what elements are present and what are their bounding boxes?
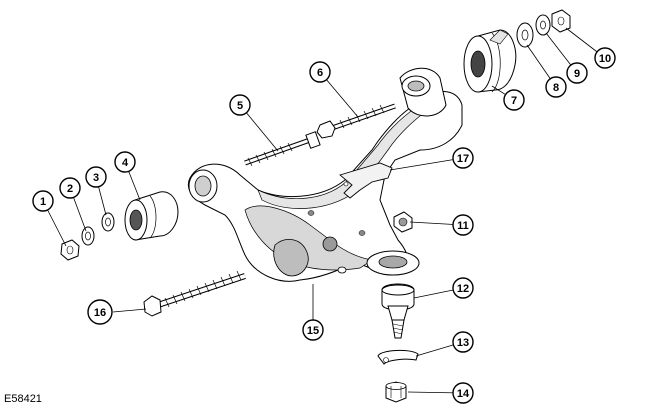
bolt-6: [316, 103, 396, 139]
bolt-16: [143, 270, 246, 317]
callout-9: 9: [566, 62, 588, 84]
callout-8: 8: [545, 76, 567, 98]
clip-13: [377, 349, 419, 365]
callout-1: 1: [32, 190, 54, 212]
callout-14: 14: [452, 382, 474, 404]
callout-1-label: 1: [40, 196, 46, 208]
callout-11-label: 11: [457, 220, 469, 232]
callout-14-label: 14: [457, 388, 470, 400]
callout-10-label: 10: [599, 53, 611, 65]
bracket-part: [339, 162, 393, 199]
callout-16: 16: [87, 299, 113, 325]
figure-id: E58421: [4, 393, 42, 405]
bolt-5: [244, 131, 321, 167]
callout-2-label: 2: [67, 183, 73, 195]
callout-16-label: 16: [94, 307, 106, 319]
callout-5-label: 5: [237, 100, 243, 112]
bushing-4: [124, 191, 179, 241]
callout-6-label: 6: [317, 67, 323, 79]
bushing-7: [463, 29, 517, 93]
callout-12: 12: [452, 277, 474, 299]
callout-12-label: 12: [457, 283, 469, 295]
washer-3: [101, 212, 115, 232]
callout-9-label: 9: [574, 68, 580, 80]
callout-13-label: 13: [457, 337, 469, 349]
callout-17: 17: [452, 147, 474, 169]
nut-10: [551, 9, 571, 33]
washer-9: [535, 14, 551, 36]
callout-15: 15: [302, 319, 324, 341]
washer-2: [81, 226, 95, 246]
callout-7: 7: [503, 89, 525, 111]
callout-8-label: 8: [553, 82, 559, 94]
callout-10: 10: [594, 47, 616, 69]
nut-14: [385, 381, 407, 403]
callout-5: 5: [229, 94, 251, 116]
callout-13: 13: [452, 331, 474, 353]
callout-2: 2: [59, 177, 81, 199]
washer-8: [516, 22, 534, 48]
nut-11: [393, 211, 413, 233]
callout-3: 3: [85, 166, 107, 188]
callout-11: 11: [452, 214, 474, 236]
callout-15-label: 15: [307, 325, 319, 337]
lower-control-arm: [187, 67, 463, 282]
callout-17-label: 17: [457, 153, 469, 165]
nut-1: [60, 239, 80, 261]
callout-3-label: 3: [93, 172, 99, 184]
callout-4: 4: [114, 151, 136, 173]
callout-6: 6: [309, 61, 331, 83]
ball-joint-12: [381, 283, 415, 339]
callout-7-label: 7: [511, 95, 517, 107]
callout-4-label: 4: [122, 157, 129, 169]
